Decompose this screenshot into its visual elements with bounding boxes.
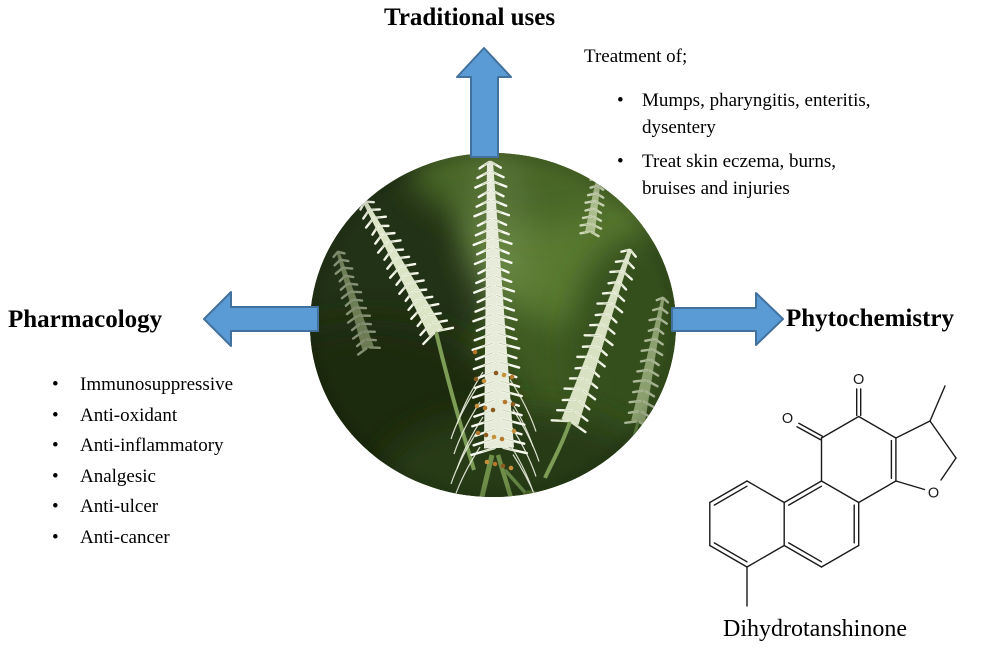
bullet-text: Treat skin eczema, burns, bruises and in… [642, 151, 836, 199]
oxygen-ring-label: O [928, 486, 939, 502]
bullet-text: Anti-cancer [80, 526, 170, 548]
bullet-icon: • [52, 404, 59, 426]
bullet-text: Anti-ulcer [80, 496, 159, 517]
bullet-text: Analgesic [80, 465, 156, 487]
left-arrow-icon [203, 291, 319, 347]
bullet-icon: • [52, 526, 59, 548]
traditional-uses-title: Traditional uses [384, 4, 556, 31]
compound-label: Dihydrotanshinone [723, 616, 907, 642]
list-item: • Anti-ulcer [52, 492, 233, 523]
list-item: • Mumps, pharyngitis, enteritis, dysente… [617, 87, 917, 141]
plant-photo [310, 153, 676, 497]
right-arrow-icon [671, 292, 784, 346]
list-item: • Treat skin eczema, burns, bruises and … [617, 148, 917, 202]
arrow-shapes [203, 47, 784, 347]
oxygen-top-label: O [853, 372, 864, 388]
list-item: • Analgesic [52, 462, 233, 493]
bullet-text: Mumps, pharyngitis, enteritis, dysentery [642, 90, 871, 138]
oxygen-left-label: O [782, 411, 793, 427]
bullet-text: Anti-inflammatory [80, 435, 224, 456]
phytochemistry-title: Phytochemistry [786, 305, 955, 332]
pharmacology-title: Pharmacology [8, 306, 163, 333]
bullet-text: Anti-oxidant [80, 404, 178, 426]
bullet-icon: • [617, 90, 624, 111]
bullet-text: Immunosuppressive [80, 374, 234, 395]
bullet-icon: • [52, 465, 59, 487]
list-item: • Anti-inflammatory [52, 431, 233, 462]
pharmacology-list: • Immunosuppressive • Anti-oxidant • Ant… [52, 370, 233, 553]
treatment-intro: Treatment of; [584, 46, 688, 67]
molecule-structure: O O O [709, 372, 957, 607]
list-item: • Anti-cancer [52, 523, 233, 554]
bullet-icon: • [52, 435, 59, 456]
traditional-uses-list: • Mumps, pharyngitis, enteritis, dysente… [617, 87, 917, 209]
bullet-icon: • [52, 374, 59, 395]
bullet-icon: • [617, 151, 624, 172]
list-item: • Immunosuppressive [52, 370, 233, 401]
bullet-icon: • [52, 496, 59, 517]
up-arrow-icon [456, 47, 512, 158]
list-item: • Anti-oxidant [52, 401, 233, 432]
